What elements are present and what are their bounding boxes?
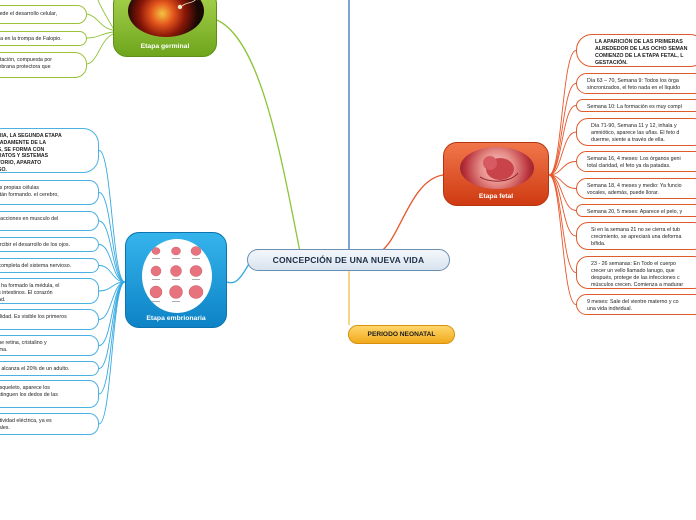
branch-neonatal[interactable]: PERIODO NEONATAL <box>348 325 455 344</box>
germinal-image <box>128 0 204 37</box>
fetal-item-10[interactable]: 9 meses: Sale del vientre materno y co u… <box>576 294 696 315</box>
fetus-image <box>460 147 534 189</box>
fetal-item-4[interactable]: Día 71-90, Semana 11 y 12, inhala y amni… <box>576 118 696 146</box>
fetal-item-7[interactable]: Semana 20, 5 meses: Aparece el pelo, y <box>576 204 696 217</box>
branch-neonatal-label: PERIODO NEONATAL <box>367 331 436 338</box>
fetal-link-8 <box>548 174 577 237</box>
branch-fetal[interactable]: Etapa fetal <box>443 142 549 206</box>
embrionaria-link-11 <box>98 281 126 425</box>
embrionaria-item-4[interactable]: percibir el desarrollo de los ojos. <box>0 237 99 252</box>
embrionaria-item-10[interactable]: l esqueleto, aparece los distinguen los … <box>0 380 99 408</box>
fetal-link-4 <box>548 131 577 176</box>
embrionaria-item-3[interactable]: ntracciones en musculo del <box>0 211 99 231</box>
embrionaria-item-11[interactable]: actividad eléctrica, ya es brales. <box>0 413 99 435</box>
fetal-item-1[interactable]: LA APARICIÓN DE LAS PRIMERAS ALREDEDOR D… <box>576 34 696 67</box>
branch-germinal[interactable]: Etapa germinal <box>113 0 217 57</box>
branch-embrionaria[interactable]: Etapa embrionaria <box>125 232 227 328</box>
embrionaria-item-7[interactable]: nalidad. Es visible los primeros <box>0 309 99 330</box>
embryo-stages-icon <box>149 246 204 302</box>
germinal-item-3[interactable]: antación, compuesta por embrana protecto… <box>0 52 87 78</box>
fetal-item-8[interactable]: Si en la semana 21 no se cierra el tub c… <box>576 222 696 250</box>
embrionaria-link-10 <box>98 281 126 395</box>
germinal-item-2[interactable]: ntra en la trompa de Falopio. <box>0 31 87 46</box>
embrionaria-item-8[interactable]: iene retina, cristalino y orma. <box>0 335 99 356</box>
fetal-item-6[interactable]: Semana 18, 4 meses y medio: Ya funcio vo… <box>576 178 696 199</box>
embrionaria-item-6[interactable]: ya ha formado la médula, el los intestin… <box>0 278 99 304</box>
branch-embrionaria-label: Etapa embrionaria <box>146 315 206 322</box>
embrionaria-item-9[interactable]: ón alcanza el 20% de un adulto. <box>0 361 99 376</box>
branch-germinal-label: Etapa germinal <box>140 43 190 50</box>
embrionaria-link-2 <box>98 192 126 283</box>
embrionaria-link-4 <box>98 244 126 283</box>
fetal-link-3 <box>548 105 577 176</box>
embrionaria-link-1 <box>98 150 126 283</box>
sperm-icon <box>177 0 196 10</box>
embrionaria-item-1[interactable]: ARIA, LA SEGUNDA ETAPA IMADAMENTE DE LA … <box>0 128 99 173</box>
main-topic[interactable]: CONCEPCIÓN DE UNA NUEVA VIDA <box>247 249 450 271</box>
fetal-link-1 <box>548 50 577 176</box>
fetal-item-5[interactable]: Semana 16, 4 meses: Los órganos geni tot… <box>576 151 696 172</box>
fetal-link-9 <box>548 174 577 273</box>
fetal-link-2 <box>548 83 577 176</box>
germinal-item-1[interactable]: ucede el desarrollo celular, <box>0 5 87 24</box>
branch-fetal-label: Etapa fetal <box>478 193 514 200</box>
fetal-link-10 <box>548 174 577 305</box>
embrionaria-item-5[interactable]: e completa del sistema nervioso. <box>0 258 99 273</box>
embrionaria-item-2[interactable]: sus propias células están formando. el c… <box>0 180 99 205</box>
fetus-icon <box>479 156 519 182</box>
embryo-stages-image <box>142 239 212 313</box>
embrionaria-link-3 <box>98 220 126 283</box>
fetal-item-2[interactable]: Día 63 – 70, Semana 9: Todos los órga si… <box>576 73 696 94</box>
main-topic-label: CONCEPCIÓN DE UNA NUEVA VIDA <box>272 255 425 265</box>
fetal-link-5 <box>548 161 577 176</box>
fetal-item-3[interactable]: Semana 10: La formación es muy compl <box>576 99 696 112</box>
embrionaria-link-5 <box>98 265 126 283</box>
fetal-item-9[interactable]: 23 - 26 semanas: En Todo el cuerpo crece… <box>576 256 696 289</box>
